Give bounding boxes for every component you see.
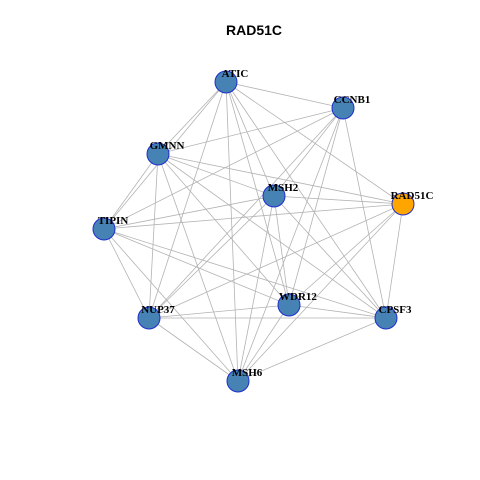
node-label-gmnn: GMNN [150, 140, 185, 152]
edge-atic-gmnn [157, 81, 227, 155]
edge-msh2-wdr12 [273, 195, 290, 306]
edge-ccnb1-tipin [103, 107, 344, 230]
node-label-msh2: MSH2 [268, 182, 299, 194]
edge-atic-rad51c [225, 81, 404, 205]
edge-rad51c-nup37 [148, 203, 404, 319]
edge-wdr12-cpsf3 [288, 304, 387, 319]
edge-ccnb1-nup37 [148, 107, 344, 319]
edge-gmnn-wdr12 [157, 153, 290, 306]
node-msh2 [262, 184, 286, 208]
edge-msh2-nup37 [148, 195, 275, 319]
node-label-rad51c: RAD51C [391, 190, 434, 202]
edge-atic-ccnb1 [225, 81, 344, 109]
edge-atic-msh2 [225, 81, 275, 197]
node-layer [92, 70, 415, 393]
edge-rad51c-msh6 [237, 203, 404, 382]
graph-title: RAD51C [226, 22, 282, 38]
node-label-ccnb1: CCNB1 [334, 94, 371, 106]
node-label-msh6: MSH6 [232, 367, 263, 379]
node-ccnb1 [331, 96, 355, 120]
edge-gmnn-tipin [103, 153, 159, 230]
node-label-atic: ATIC [222, 68, 249, 80]
edge-atic-wdr12 [225, 81, 290, 306]
edge-ccnb1-msh2 [273, 107, 344, 197]
edge-gmnn-nup37 [148, 153, 159, 319]
edge-nup37-msh6 [148, 317, 239, 382]
edge-tipin-cpsf3 [103, 228, 387, 319]
edge-nup37-wdr12 [148, 304, 290, 319]
edge-ccnb1-wdr12 [288, 107, 344, 306]
edge-wdr12-msh6 [237, 304, 290, 382]
node-label-tipin: TIPIN [98, 215, 129, 227]
edge-rad51c-tipin [103, 203, 404, 230]
node-label-nup37: NUP37 [141, 304, 175, 316]
node-cpsf3 [374, 306, 398, 330]
edge-layer [103, 81, 404, 382]
edge-tipin-wdr12 [103, 228, 290, 306]
edge-ccnb1-msh6 [237, 107, 344, 382]
edge-ccnb1-gmnn [157, 107, 344, 155]
edge-msh2-cpsf3 [273, 195, 387, 319]
edge-tipin-msh6 [103, 228, 239, 382]
edge-atic-cpsf3 [225, 81, 387, 319]
node-gmnn [146, 142, 170, 166]
edge-gmnn-cpsf3 [157, 153, 387, 319]
node-rad51c [391, 192, 415, 216]
node-wdr12 [277, 293, 301, 317]
edge-rad51c-cpsf3 [385, 203, 404, 319]
node-atic [214, 70, 238, 94]
edge-atic-nup37 [148, 81, 227, 319]
edge-ccnb1-cpsf3 [342, 107, 387, 319]
edge-msh2-tipin [103, 195, 275, 230]
edge-gmnn-msh2 [157, 153, 275, 197]
edge-rad51c-wdr12 [288, 203, 404, 306]
edge-msh2-msh6 [237, 195, 275, 382]
edge-cpsf3-msh6 [237, 317, 387, 382]
node-tipin [92, 217, 116, 241]
node-nup37 [137, 306, 161, 330]
edge-msh2-rad51c [273, 195, 404, 205]
node-msh6 [226, 369, 250, 393]
edge-gmnn-rad51c [157, 153, 404, 205]
edge-tipin-nup37 [103, 228, 150, 319]
node-label-cpsf3: CPSF3 [379, 304, 413, 316]
edge-atic-msh6 [225, 81, 239, 382]
node-label-wdr12: WDR12 [279, 291, 317, 303]
